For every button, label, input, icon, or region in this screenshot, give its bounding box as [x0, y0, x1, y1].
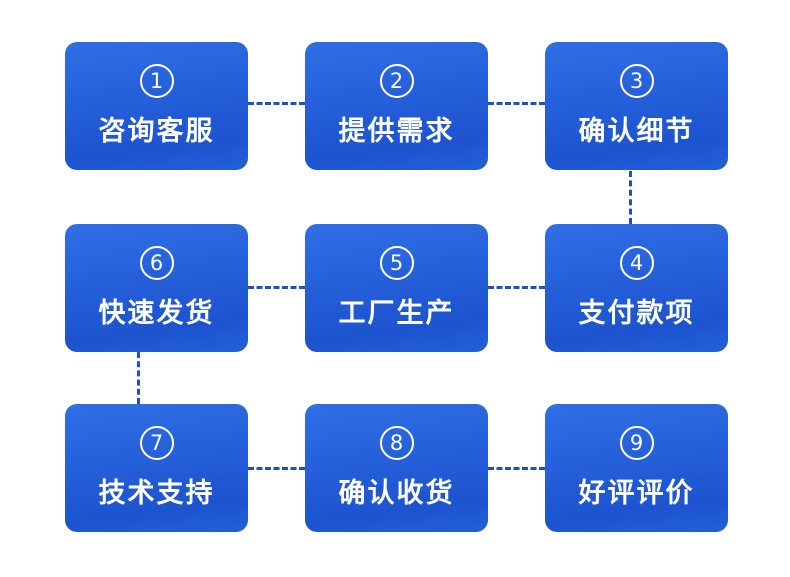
step-box-2: 2 提供需求 [305, 42, 488, 170]
step-label: 快速发货 [98, 298, 215, 329]
connector-step8-step9 [488, 467, 545, 470]
step-box-4: 4 支付款项 [545, 224, 728, 352]
connector-step3-step4 [629, 171, 632, 224]
step-label: 确认收货 [338, 478, 455, 509]
step-box-5: 5 工厂生产 [305, 224, 488, 352]
connector-step5-step4 [488, 286, 545, 289]
step-box-6: 6 快速发货 [65, 224, 248, 352]
step-number-badge: 7 [139, 426, 174, 460]
connector-step6-step5 [248, 286, 305, 289]
step-label: 技术支持 [98, 478, 215, 509]
step-number-badge: 2 [379, 64, 414, 98]
step-box-7: 7 技术支持 [65, 404, 248, 532]
step-number-badge: 6 [139, 246, 174, 280]
step-label: 支付款项 [578, 298, 695, 329]
connector-step7-step8 [248, 467, 305, 470]
step-box-9: 9 好评评价 [545, 404, 728, 532]
step-label: 咨询客服 [98, 116, 215, 147]
connector-step6-step7 [137, 352, 140, 404]
step-number-badge: 3 [619, 64, 654, 98]
step-label: 工厂生产 [338, 298, 455, 329]
step-box-1: 1 咨询客服 [65, 42, 248, 170]
step-box-3: 3 确认细节 [545, 42, 728, 170]
step-label: 确认细节 [578, 116, 695, 147]
step-label: 提供需求 [338, 116, 455, 147]
connector-step1-step2 [248, 102, 305, 105]
step-number-badge: 8 [379, 426, 414, 460]
step-number-badge: 9 [619, 426, 654, 460]
connector-step2-step3 [488, 102, 545, 105]
step-number-badge: 5 [379, 246, 414, 280]
step-number-badge: 1 [139, 64, 174, 98]
step-label: 好评评价 [578, 478, 695, 509]
step-box-8: 8 确认收货 [305, 404, 488, 532]
step-number-badge: 4 [619, 246, 654, 280]
